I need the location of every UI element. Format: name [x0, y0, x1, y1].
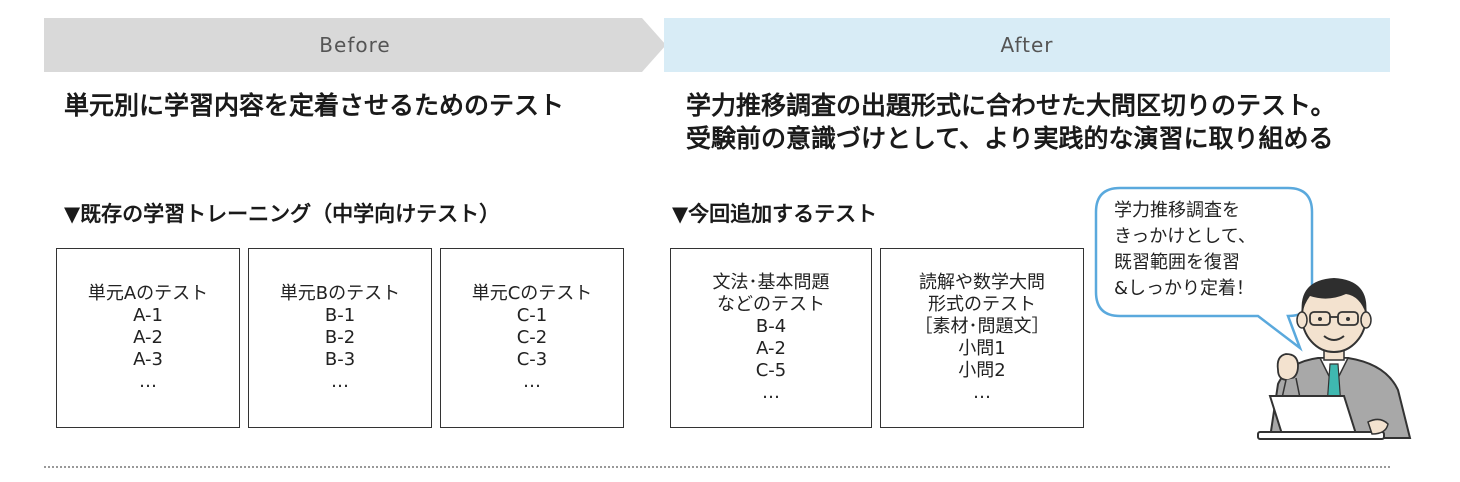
box-line: …: [973, 382, 991, 403]
box-line: ［素材･問題文］: [914, 316, 1050, 337]
box-line: …: [523, 371, 541, 392]
box-line: 単元Bのテスト: [279, 283, 401, 304]
box-line: B-2: [324, 327, 356, 348]
bubble-line: 学力推移調査を: [1114, 200, 1240, 221]
test-box-unit-a: 単元Aのテスト A-1 A-2 A-3 …: [56, 248, 240, 428]
box-line: A-3: [133, 349, 163, 370]
test-box-unit-c: 単元Cのテスト C-1 C-2 C-3 …: [440, 248, 624, 428]
test-box-reading-math: 読解や数学大問 形式のテスト ［素材･問題文］ 小問1 小問2 …: [880, 248, 1084, 428]
after-banner: After: [664, 18, 1390, 72]
box-line: A-2: [133, 327, 163, 348]
speech-bubble-text: 学力推移調査を きっかけとして、 既習範囲を復習 &しっかり定着！: [1114, 198, 1304, 302]
test-box-grammar-basic: 文法･基本問題 などのテスト B-4 A-2 C-5 …: [670, 248, 872, 428]
box-line: …: [331, 371, 349, 392]
after-headline-line-1: 学力推移調査の出題形式に合わせた大問区切りのテスト。: [686, 91, 1336, 120]
box-line: B-3: [324, 349, 356, 370]
test-box-unit-b: 単元Bのテスト B-1 B-2 B-3 …: [248, 248, 432, 428]
before-headline: 単元別に学習内容を定着させるためのテスト: [64, 91, 565, 120]
box-line: A-2: [756, 338, 786, 359]
new-section-title: ▼今回追加するテスト: [672, 202, 878, 226]
before-arrow-shape: [44, 18, 666, 72]
box-line: などのテスト: [717, 294, 825, 315]
box-line: 小問2: [958, 360, 1006, 381]
box-line: 文法･基本問題: [712, 272, 830, 293]
bubble-line: 既習範囲を復習: [1114, 252, 1240, 273]
bubble-line: きっかけとして、: [1114, 226, 1256, 247]
box-line: C-1: [516, 305, 548, 326]
bubble-line: &しっかり定着！: [1114, 278, 1255, 299]
box-line: 形式のテスト: [928, 294, 1036, 315]
box-line: …: [762, 382, 780, 403]
box-line: 単元Aのテスト: [87, 283, 209, 304]
before-label: Before: [319, 33, 391, 57]
box-line: B-4: [755, 316, 787, 337]
after-headline-line-2: 受験前の意識づけとして、より実践的な演習に取り組める: [686, 124, 1334, 153]
before-banner: Before: [44, 18, 666, 72]
speech-bubble-shape: [1094, 186, 1314, 352]
after-label: After: [1000, 33, 1054, 57]
box-line: B-1: [324, 305, 356, 326]
box-line: 小問1: [958, 338, 1006, 359]
box-line: …: [139, 371, 157, 392]
teacher-illustration: [1257, 278, 1412, 440]
box-line: C-5: [755, 360, 787, 381]
box-line: A-1: [133, 305, 163, 326]
box-line: C-3: [516, 349, 548, 370]
box-line: 読解や数学大問: [919, 272, 1045, 293]
box-line: C-2: [516, 327, 548, 348]
dotted-divider: [44, 466, 1390, 468]
existing-section-title: ▼既存の学習トレーニング（中学向けテスト）: [64, 202, 501, 226]
box-line: 単元Cのテスト: [471, 283, 593, 304]
